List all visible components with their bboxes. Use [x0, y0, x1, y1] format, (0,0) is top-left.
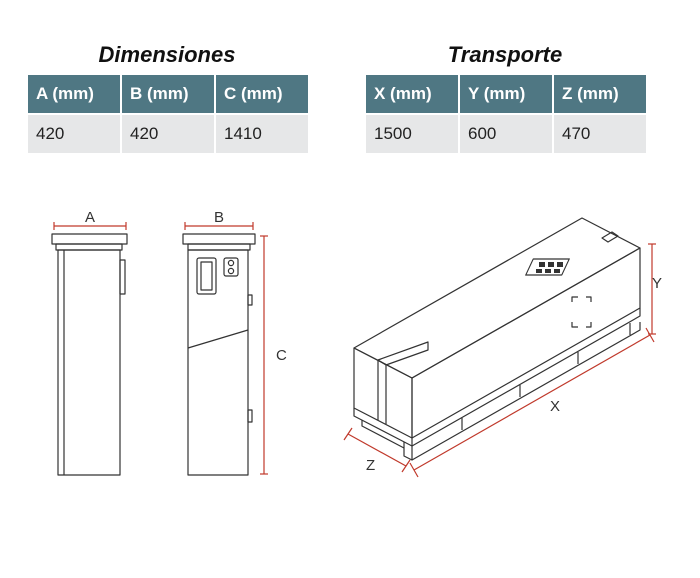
table-row: 420 420 1410 [28, 113, 308, 153]
label-b: B [214, 209, 224, 226]
qr-label-icon [536, 262, 563, 273]
value-b: 420 [122, 113, 214, 153]
value-x: 1500 [366, 113, 458, 153]
dimension-b [184, 222, 254, 230]
label-c: C [276, 347, 287, 364]
dimensiones-title: Dimensiones [98, 42, 236, 67]
dimensiones-table: A (mm) B (mm) C (mm) 420 420 1410 [26, 75, 310, 153]
barrier-side-view [51, 233, 128, 476]
table-header-row: X (mm) Y (mm) Z (mm) [366, 75, 646, 113]
header-b: B (mm) [122, 75, 214, 113]
header-y: Y (mm) [460, 75, 552, 113]
label-a: A [85, 209, 95, 226]
table-row: 1500 600 470 [366, 113, 646, 153]
table-header-row: A (mm) B (mm) C (mm) [28, 75, 308, 113]
transport-package [353, 217, 641, 461]
value-y: 600 [460, 113, 552, 153]
dimension-y [648, 243, 656, 335]
dimension-a [53, 222, 127, 230]
label-y: Y [652, 275, 662, 292]
transporte-table: X (mm) Y (mm) Z (mm) 1500 600 470 [364, 75, 648, 153]
value-a: 420 [28, 113, 120, 153]
value-c: 1410 [216, 113, 308, 153]
dimension-z [343, 427, 411, 473]
value-z: 470 [554, 113, 646, 153]
transporte-title: Transporte [447, 42, 563, 67]
dimension-c [260, 235, 268, 475]
header-c: C (mm) [216, 75, 308, 113]
dimension-x [409, 327, 655, 478]
header-x: X (mm) [366, 75, 458, 113]
label-x: X [550, 398, 560, 415]
barrier-front-view [182, 233, 256, 476]
header-a: A (mm) [28, 75, 120, 113]
header-z: Z (mm) [554, 75, 646, 113]
label-z: Z [366, 457, 375, 474]
